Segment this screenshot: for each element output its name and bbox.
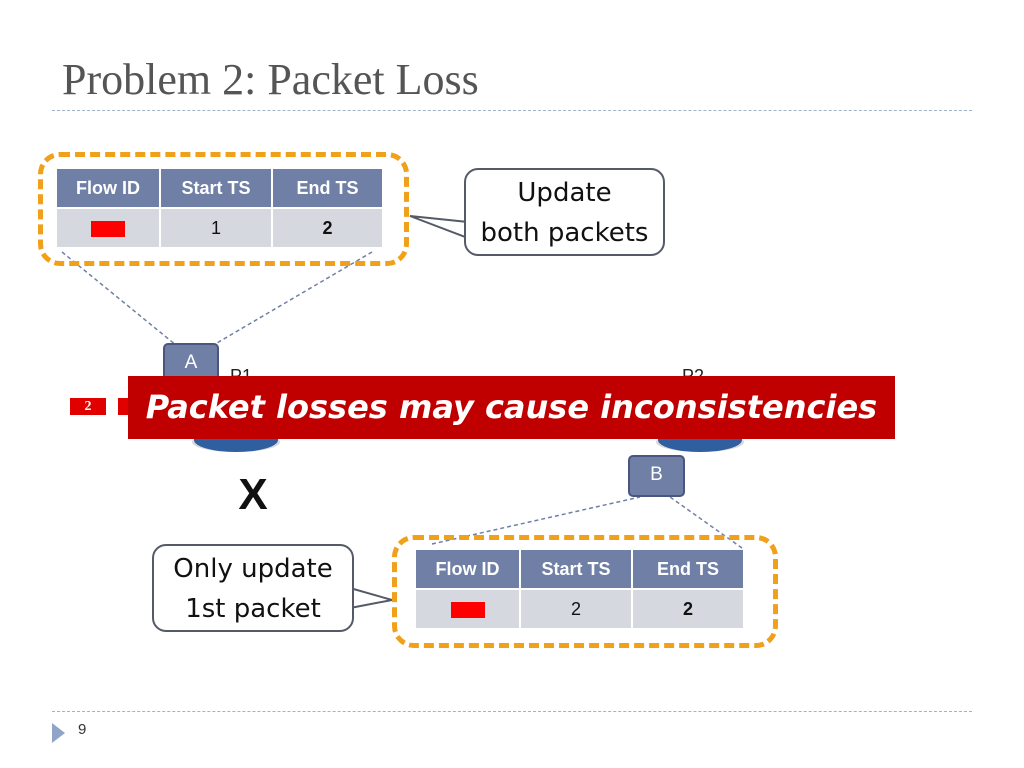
end-ts-cell: 2 xyxy=(272,207,382,247)
callout-bottom-line2: 1st packet xyxy=(185,594,321,624)
loss-x-icon: X xyxy=(238,470,268,519)
switch-tag-b: B xyxy=(628,455,685,497)
callout-top-tail xyxy=(409,215,469,240)
header-end-ts: End TS xyxy=(632,550,743,589)
flow-color-chip xyxy=(450,601,485,618)
callout-bottom-tail xyxy=(349,586,393,610)
end-ts-cell: 2 xyxy=(632,588,743,628)
header-start-ts: Start TS xyxy=(520,550,633,589)
zoom-line-top-left xyxy=(61,251,183,351)
page-number: 9 xyxy=(78,721,87,738)
slide-title: Problem 2: Packet Loss xyxy=(62,55,479,104)
header-end-ts: End TS xyxy=(272,169,382,208)
slide-marker-icon xyxy=(52,723,65,743)
flow-color-chip xyxy=(91,220,125,237)
header-flow-id: Flow ID xyxy=(416,550,521,589)
callout-bottom-line1: Only update xyxy=(173,554,333,584)
start-ts-cell: 1 xyxy=(160,207,273,247)
inconsistency-banner: Packet losses may cause inconsistencies xyxy=(128,376,895,439)
table-top-highlight-frame xyxy=(38,152,409,266)
callout-update-both: Update both packets xyxy=(464,168,665,256)
table-row: 2 2 xyxy=(416,588,743,628)
packet-partial xyxy=(118,398,130,415)
header-start-ts: Start TS xyxy=(160,169,273,208)
callout-update-first: Only update 1st packet xyxy=(152,544,354,632)
flow-id-cell xyxy=(57,207,161,247)
zoom-line-top-right xyxy=(204,251,373,351)
packet-2: 2 xyxy=(70,398,106,415)
flow-id-cell xyxy=(416,588,521,628)
table-bottom-highlight-frame xyxy=(392,535,778,648)
callout-top-line2: both packets xyxy=(480,218,649,248)
callout-top-line1: Update xyxy=(517,178,612,208)
footer-divider xyxy=(52,711,972,712)
flow-table-bottom: Flow ID Start TS End TS 2 2 xyxy=(416,550,743,628)
start-ts-cell: 2 xyxy=(520,588,633,628)
table-row: 1 2 xyxy=(57,207,382,247)
header-flow-id: Flow ID xyxy=(57,169,161,208)
title-divider xyxy=(52,110,972,111)
flow-table-top: Flow ID Start TS End TS 1 2 xyxy=(57,169,382,247)
